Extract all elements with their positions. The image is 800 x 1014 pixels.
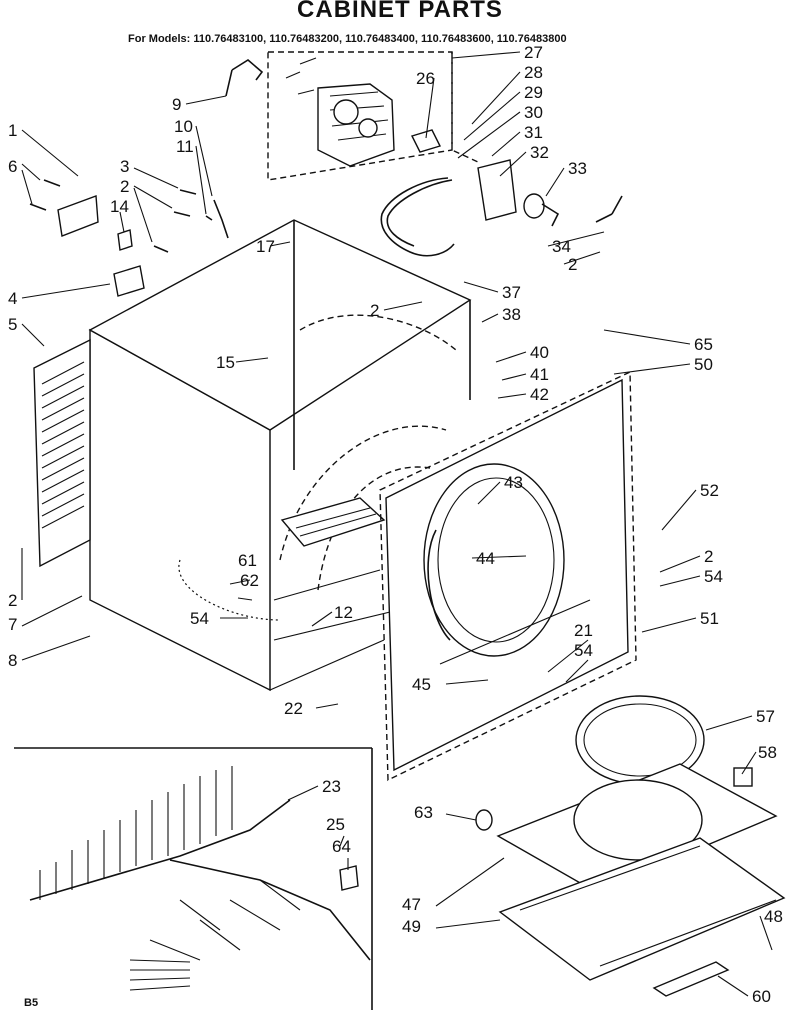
- part-32: [477, 159, 517, 221]
- callout-27: 27: [524, 43, 543, 62]
- diagram-title: CABINET PARTS: [297, 0, 503, 23]
- part-9: [225, 59, 264, 97]
- front-panel: [379, 370, 637, 782]
- callout-64: 64: [332, 837, 351, 856]
- callout-23: 23: [322, 777, 341, 796]
- callout-37: 37: [502, 283, 521, 302]
- callout-2d: 2: [704, 547, 713, 566]
- callout-54b: 54: [190, 609, 209, 628]
- callout-17: 17: [256, 237, 275, 256]
- part-14: [117, 229, 133, 251]
- callout-29: 29: [524, 83, 543, 102]
- leader-lines: [21, 51, 773, 997]
- part-33: [523, 193, 545, 219]
- callout-50: 50: [694, 355, 713, 374]
- callout-12: 12: [334, 603, 353, 622]
- callout-15: 15: [216, 353, 235, 372]
- callout-47: 47: [402, 895, 421, 914]
- callout-4: 4: [8, 289, 17, 308]
- callout-45: 45: [412, 675, 431, 694]
- callout-9: 9: [172, 95, 181, 114]
- callout-26: 26: [416, 69, 435, 88]
- callout-2e: 2: [8, 591, 17, 610]
- callout-60: 60: [752, 987, 771, 1006]
- callout-8: 8: [8, 651, 17, 670]
- cabinet-body: [88, 219, 472, 692]
- callout-61: 61: [238, 551, 257, 570]
- callout-3: 3: [120, 157, 129, 176]
- callout-57: 57: [756, 707, 775, 726]
- callout-28: 28: [524, 63, 543, 82]
- callout-2c: 2: [370, 301, 379, 320]
- model-numbers: For Models: 110.76483100, 110.76483200, …: [128, 33, 567, 45]
- callout-63: 63: [414, 803, 433, 822]
- callout-5: 5: [8, 315, 17, 334]
- callout-7: 7: [8, 615, 17, 634]
- callout-30: 30: [524, 103, 543, 122]
- door-assembly: [475, 695, 786, 997]
- callout-34: 34: [552, 237, 571, 256]
- part-1: [57, 195, 99, 237]
- callout-1: 1: [8, 121, 17, 140]
- callout-14: 14: [110, 197, 129, 216]
- callout-65: 65: [694, 335, 713, 354]
- control-assembly: [267, 51, 479, 181]
- callout-41: 41: [530, 365, 549, 384]
- side-panel: [33, 338, 91, 568]
- callout-labels: 1 6 3 2 14 9 10 11 17 4 5 15 26 27 28 29…: [8, 43, 783, 1006]
- callout-58: 58: [758, 743, 777, 762]
- callout-43: 43: [504, 473, 523, 492]
- callout-44: 44: [476, 549, 495, 568]
- callout-31: 31: [524, 123, 543, 142]
- callout-54c: 54: [574, 641, 593, 660]
- part-hose: [380, 177, 455, 257]
- part-34: [595, 195, 623, 223]
- callout-6: 6: [8, 157, 17, 176]
- callout-52: 52: [700, 481, 719, 500]
- callout-33: 33: [568, 159, 587, 178]
- callout-11: 11: [176, 137, 194, 156]
- callout-21: 21: [574, 621, 593, 640]
- callout-51: 51: [700, 609, 719, 628]
- callout-10: 10: [174, 117, 193, 136]
- callout-22: 22: [284, 699, 303, 718]
- footer-code: B5: [24, 997, 39, 1009]
- callout-42: 42: [530, 385, 549, 404]
- callout-2b: 2: [568, 255, 577, 274]
- callout-48: 48: [764, 907, 783, 926]
- callout-40: 40: [530, 343, 549, 362]
- callout-25: 25: [326, 815, 345, 834]
- wire-harness: [14, 747, 373, 1010]
- callout-2: 2: [120, 177, 129, 196]
- part-4: [113, 265, 145, 297]
- callout-54: 54: [704, 567, 723, 586]
- callout-49: 49: [402, 917, 421, 936]
- callout-38: 38: [502, 305, 521, 324]
- callout-32: 32: [530, 143, 549, 162]
